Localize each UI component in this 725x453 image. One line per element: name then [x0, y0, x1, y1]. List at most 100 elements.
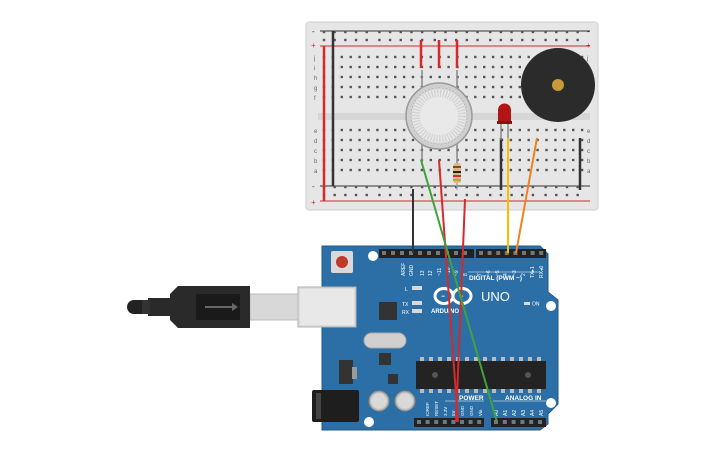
- header-pin: [479, 251, 483, 255]
- breadboard-hole: [465, 65, 468, 69]
- rail-hole: [433, 30, 436, 34]
- gas-sensor[interactable]: [405, 70, 473, 165]
- breadboard-hole: [376, 85, 379, 89]
- row-letter: d: [314, 139, 317, 145]
- chip-pin: [420, 357, 424, 361]
- rail-hole: [433, 185, 436, 189]
- rail-hole: [555, 38, 558, 42]
- breadboard-hole: [402, 55, 406, 59]
- rail-hole: [344, 38, 347, 42]
- wire-5v-red-2[interactable]: [455, 198, 466, 423]
- rail-hole: [410, 38, 413, 42]
- breadboard-hole: [580, 158, 584, 162]
- header-pin: [409, 251, 413, 255]
- header-pin: [442, 420, 447, 424]
- wire-a0-green[interactable]: [420, 159, 498, 423]
- breadboard-hole: [394, 128, 397, 132]
- chip-pin: [465, 389, 469, 393]
- rail-hole: [531, 30, 535, 34]
- row-letter: a: [587, 169, 591, 175]
- rail-hole: [531, 38, 535, 42]
- mount-hole: [368, 251, 378, 261]
- rail-hole: [555, 193, 558, 197]
- rail-hole: [365, 185, 368, 189]
- breadboard-hole: [340, 75, 343, 79]
- breadboard-hole: [545, 128, 548, 132]
- breadboard-hole: [518, 148, 521, 152]
- pin-label: GND: [409, 265, 415, 277]
- resistor[interactable]: [453, 158, 461, 190]
- rail-hole: [476, 38, 479, 42]
- breadboard-hole: [491, 65, 495, 69]
- row-letter: c: [587, 149, 590, 155]
- rail-hole: [565, 30, 569, 34]
- rail-hole: [489, 30, 492, 34]
- pin-label: 12: [428, 270, 434, 276]
- breadboard-hole: [385, 158, 388, 162]
- breadboard-hole: [349, 158, 352, 162]
- breadboard-hole: [447, 148, 450, 152]
- rail-hole: [354, 38, 358, 42]
- reset-button-cap[interactable]: [336, 256, 348, 268]
- chip-pin: [429, 389, 433, 393]
- red-led[interactable]: [497, 103, 512, 141]
- breadboard-hole: [349, 168, 352, 172]
- piezo-buzzer[interactable]: [521, 48, 595, 122]
- pin-label: 3.3V: [443, 407, 448, 416]
- rail-hole: [576, 193, 579, 197]
- chip-pin: [429, 357, 433, 361]
- small-chip-2: [388, 374, 398, 384]
- arduino-uno: AREF GND 13 12 ~11 ~10 ~9 8 7 ~6 ~5 4 ~3…: [297, 245, 559, 431]
- chip-dot: [525, 372, 531, 378]
- breadboard-hole: [465, 168, 468, 172]
- regulator-tab: [352, 367, 357, 379]
- breadboard-hole: [491, 95, 495, 99]
- pin-label: A2: [512, 410, 518, 416]
- breadboard-hole: [358, 158, 361, 162]
- usb-chip: [379, 302, 397, 320]
- breadboard-hole: [340, 168, 343, 172]
- rail-hole: [489, 185, 492, 189]
- breadboard-hole: [563, 148, 566, 152]
- usb-cable[interactable]: [127, 286, 299, 328]
- breadboard-hole: [411, 138, 415, 142]
- header-pin: [538, 420, 542, 424]
- breadboard-hole: [545, 158, 548, 162]
- rail-hole: [378, 38, 381, 42]
- breadboard-hole: [518, 168, 521, 172]
- breadboard-hole: [358, 95, 361, 99]
- breadboard-hole: [500, 75, 504, 79]
- header-pin: [487, 251, 492, 255]
- breadboard-hole: [483, 65, 486, 69]
- rail-hole: [576, 30, 579, 34]
- breadboard-hole: [438, 148, 441, 152]
- breadboard-hole: [483, 55, 486, 59]
- rail-hole: [378, 30, 381, 34]
- rail-hole: [410, 193, 413, 197]
- breadboard-hole: [491, 85, 495, 89]
- wire-buzzer-orange[interactable]: [515, 137, 538, 254]
- breadboard-hole: [358, 148, 361, 152]
- breadboard-hole: [358, 85, 361, 89]
- rail-hole: [344, 30, 347, 34]
- row-letter: e: [314, 129, 318, 135]
- breadboard-hole: [411, 148, 415, 152]
- breadboard-hole: [509, 95, 513, 99]
- digital-header-pins: [382, 251, 544, 255]
- wire-5v-red-1[interactable]: [438, 159, 459, 423]
- breadboard-hole: [491, 148, 495, 152]
- breadboard-hole: [429, 65, 432, 69]
- rail-hole: [499, 38, 503, 42]
- breadboard-hole: [483, 75, 486, 79]
- logo-minus: −: [441, 294, 445, 301]
- rail-hole: [322, 38, 326, 42]
- led-label-rx: RX: [402, 310, 410, 316]
- breadboard-hole: [340, 85, 343, 89]
- connection-wires: [412, 137, 538, 423]
- breadboard-hole: [402, 95, 406, 99]
- rail-hole: [555, 30, 558, 34]
- breadboard-hole: [491, 55, 495, 59]
- bottom-header-pins: [417, 420, 542, 424]
- breadboard-hole: [474, 158, 477, 162]
- breadboard-hole: [572, 138, 575, 142]
